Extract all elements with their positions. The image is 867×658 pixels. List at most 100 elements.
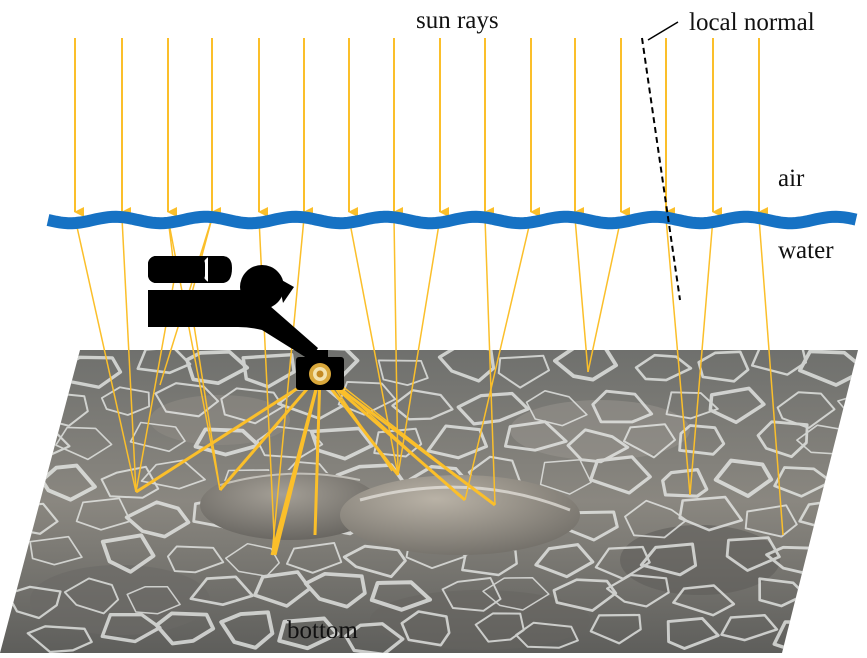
caustic-cell: [634, 353, 693, 382]
caustic-cell: [29, 535, 83, 566]
caustic-cell: [497, 354, 550, 389]
caustic-cell: [623, 423, 676, 459]
camera-ray-thin-1: [323, 371, 460, 497]
refracted-ray-9: [397, 217, 441, 476]
sun-rays-label: sun rays: [416, 7, 499, 34]
caustic-cell: [437, 350, 496, 383]
stone-left: [200, 470, 380, 540]
caustic-cell: [553, 350, 618, 382]
camera-ray-6: [318, 373, 400, 476]
caustic-cell: [797, 350, 858, 387]
caustic-cell: [725, 536, 781, 572]
caustic-cell: [126, 586, 181, 615]
caustic-cell: [277, 616, 340, 651]
caustic-cell: [525, 389, 588, 427]
bottom-label: bottom: [287, 617, 358, 644]
caustic-cell: [605, 573, 670, 608]
caustic-cell: [744, 504, 798, 538]
refracted-ray-10: [484, 217, 496, 506]
caustic-cell: [678, 424, 726, 456]
caustic-cell: [219, 610, 275, 650]
caustic-cell: [773, 466, 833, 498]
camera-ray-1: [135, 372, 321, 494]
caustic-cell: [189, 575, 254, 607]
refracted-ray-1: [74, 217, 137, 493]
camera-icon: [296, 350, 344, 390]
caustic-cell: [129, 421, 186, 453]
caustic-cell: [482, 576, 550, 611]
caustic-cell: [369, 580, 432, 612]
air-label: air: [778, 165, 805, 192]
caustic-cell: [100, 613, 162, 644]
caustic-cell: [241, 353, 296, 389]
camera-ray-5: [313, 373, 322, 536]
refracted-ray-15: [689, 217, 714, 496]
caustic-cell: [124, 500, 191, 539]
caustic-cell: [303, 571, 367, 609]
caustic-cell: [75, 497, 132, 531]
caustic-cell: [776, 391, 836, 429]
caustic-cell: [539, 459, 592, 495]
local-normal-label: local normal: [689, 9, 815, 36]
caustic-cell: [661, 468, 709, 498]
caustic-cell: [474, 612, 525, 643]
sea-floor: [0, 350, 858, 653]
refracted-ray-11: [464, 217, 532, 501]
caustic-cell: [708, 386, 766, 425]
caustic-cell: [678, 495, 744, 532]
caustic-cell: [840, 611, 858, 643]
caustic-cell: [26, 625, 93, 653]
refracted-ray-13: [587, 217, 622, 373]
local-normal-line: [641, 37, 681, 301]
caustic-cell: [552, 578, 618, 612]
caustic-cell: [100, 386, 151, 416]
caustic-cell: [55, 426, 113, 461]
caustic-cell: [756, 420, 809, 459]
caustic-cell: [377, 359, 429, 387]
caustic-cell: [100, 465, 160, 499]
caustic-cell: [515, 621, 579, 649]
caustic-cell: [833, 536, 858, 568]
caustic-cell: [309, 426, 375, 461]
refracted-ray-16: [758, 217, 784, 536]
caustic-cell: [400, 610, 451, 647]
camera-ray-thin-2: [323, 371, 490, 502]
caustic-cell: [750, 350, 807, 376]
caustic-cell: [758, 577, 807, 608]
caustic-cell: [589, 455, 652, 495]
water-surface: [46, 210, 858, 230]
caustic-cell: [639, 542, 698, 577]
caustic-cell: [140, 459, 206, 490]
caustic-cell: [166, 545, 225, 574]
caustic-cell: [665, 391, 719, 420]
caustic-cell: [624, 499, 688, 539]
caustic-cell: [373, 427, 423, 458]
refracted-ray-14: [665, 217, 691, 496]
caustic-cell: [136, 350, 192, 375]
camera-ray-2: [218, 373, 322, 491]
caustic-cell: [534, 543, 595, 579]
caustic-cell: [253, 570, 312, 608]
caustic-cell: [441, 577, 502, 612]
local-normal-leader: [647, 21, 679, 41]
refracted-ray-12: [574, 217, 589, 373]
caustic-cell: [391, 389, 454, 421]
caustic-cell: [285, 541, 343, 574]
caustic-cell: [100, 533, 156, 574]
caustic-cell: [666, 616, 720, 650]
caustic-cell: [697, 350, 750, 383]
caustic-cell: [672, 584, 736, 617]
caustic-cell: [589, 613, 642, 645]
caustic-cell: [720, 613, 779, 642]
caustic-cell: [342, 544, 407, 579]
sun-rays: [74, 38, 768, 217]
water-label: water: [778, 237, 834, 264]
caustic-cell: [713, 458, 774, 498]
camera-view-rays: [135, 371, 496, 556]
caustic-cell: [220, 387, 284, 425]
caustic-cell: [63, 577, 120, 615]
scuba-diver-icon: [148, 256, 318, 360]
caustic-cell: [503, 420, 568, 452]
caustic-cell: [185, 350, 250, 386]
